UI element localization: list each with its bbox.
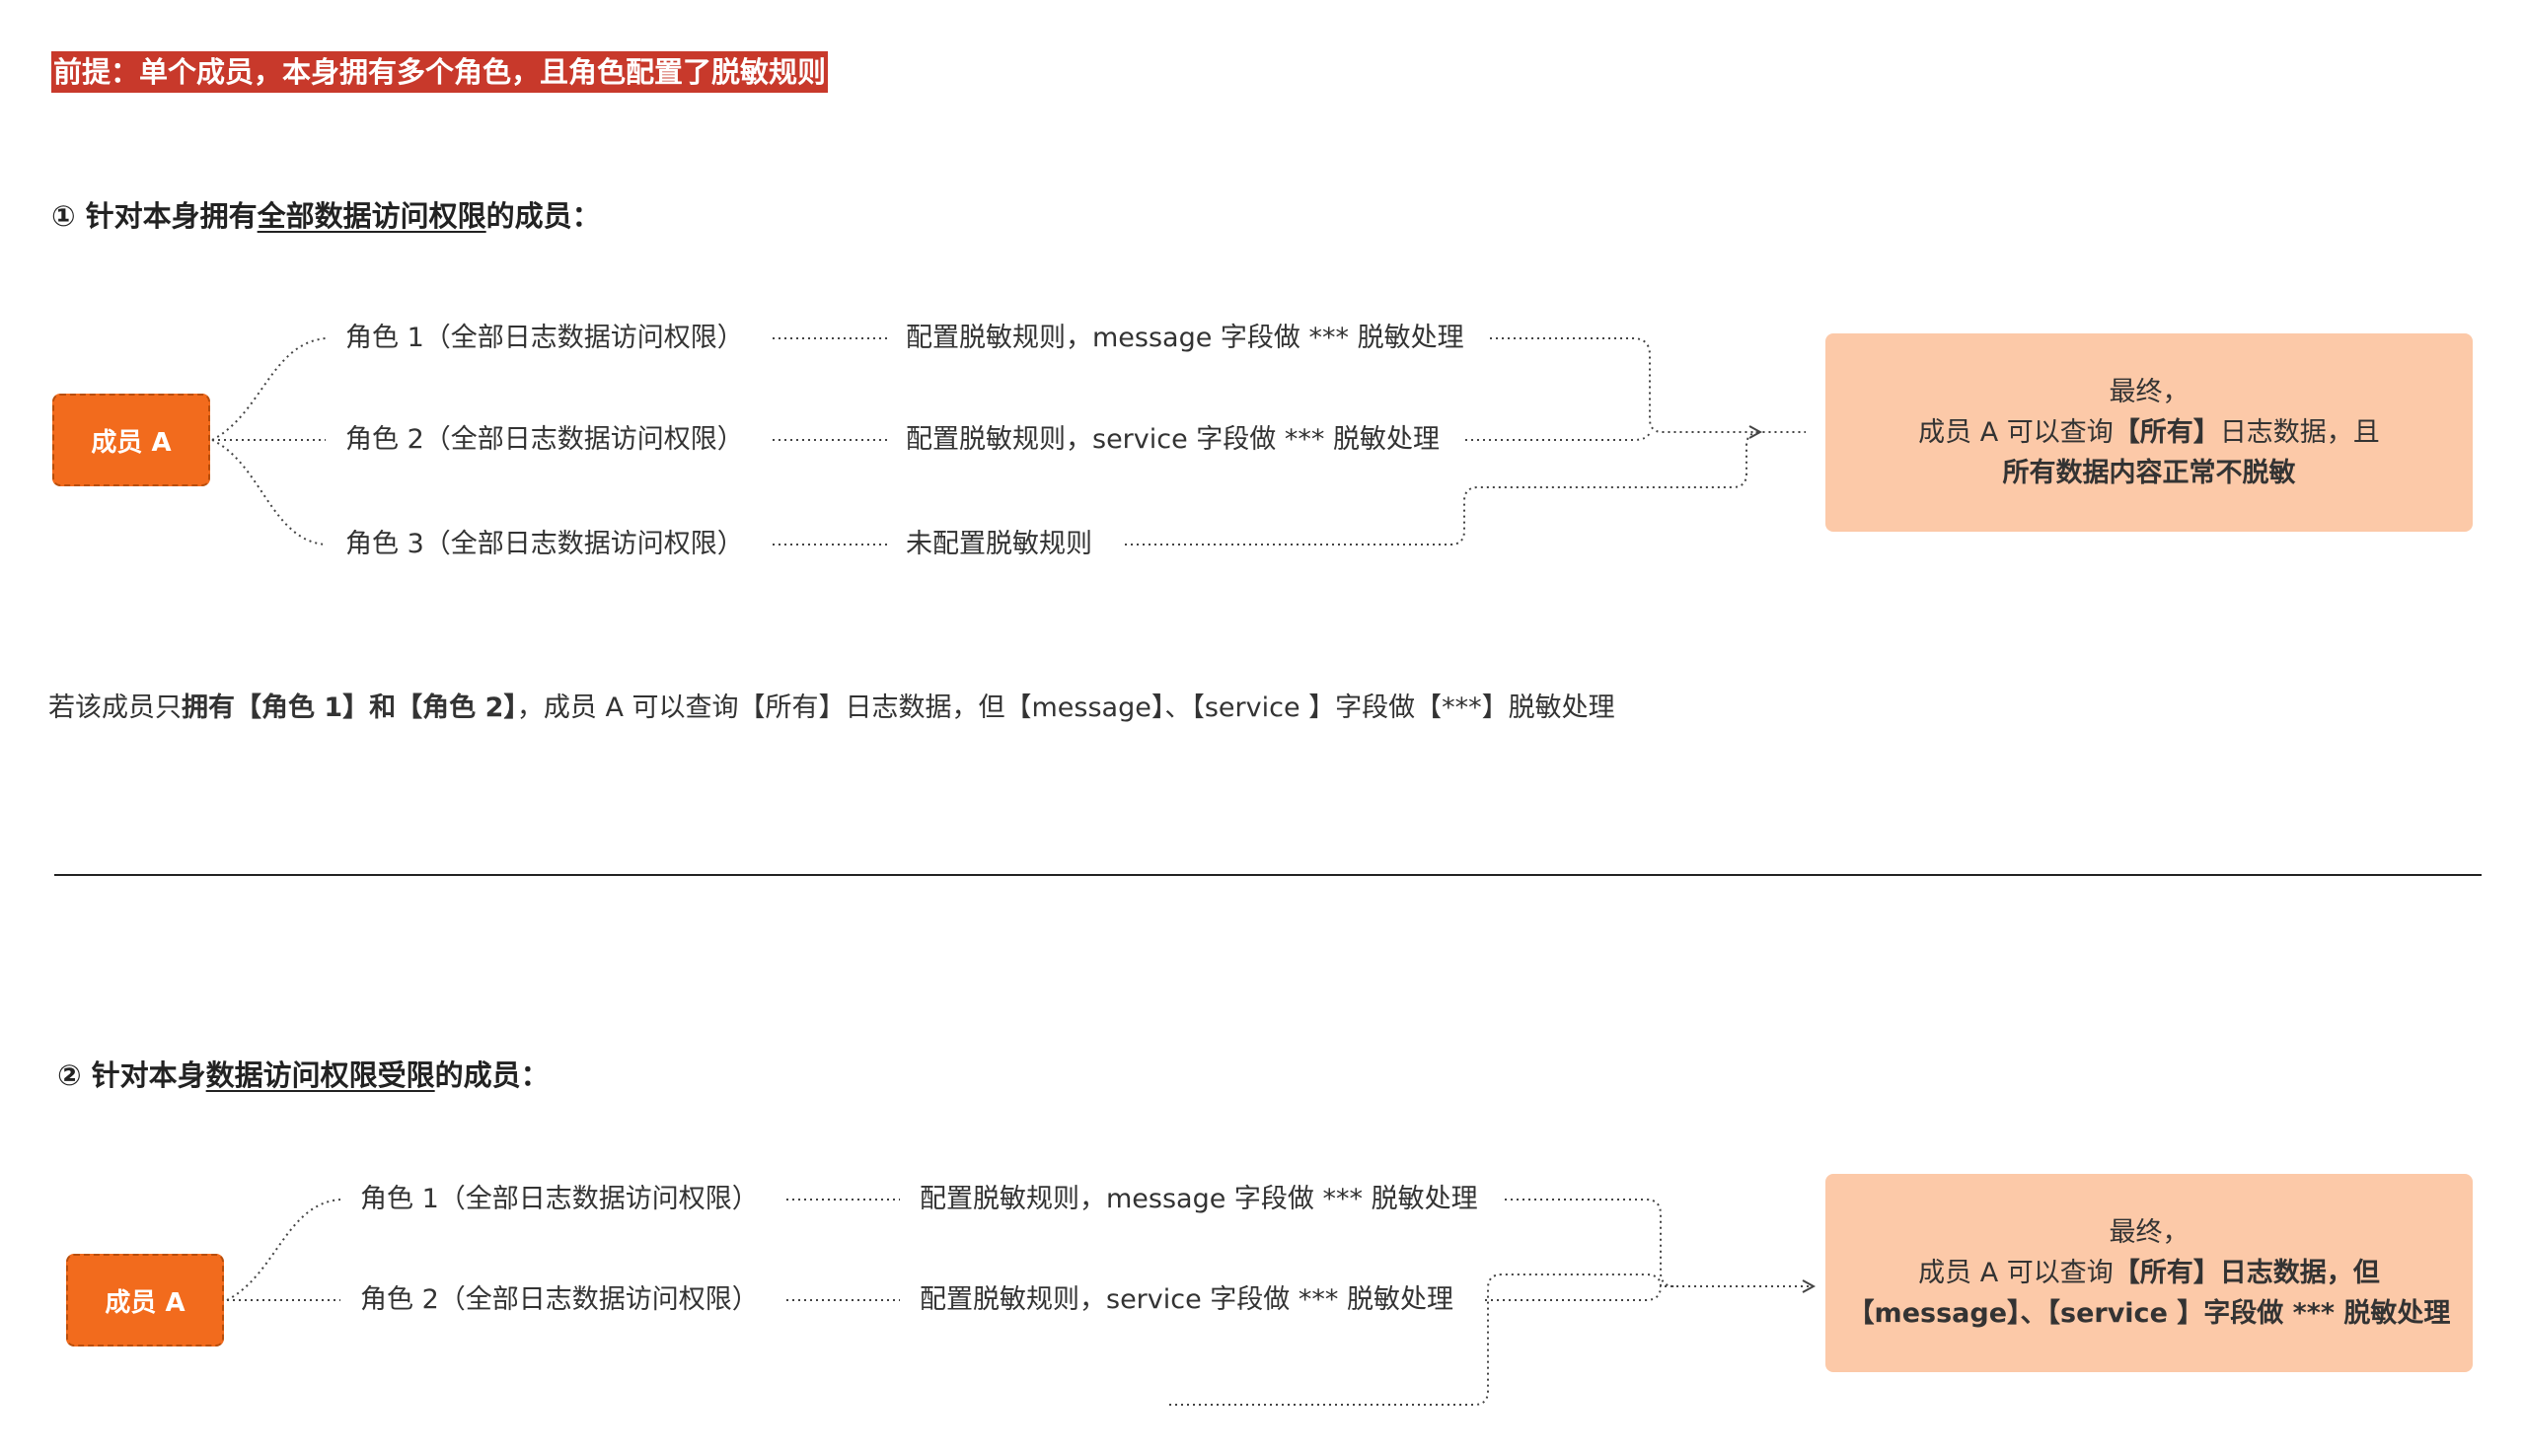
section2-heading-prefix: ② 针对本身: [57, 1058, 206, 1092]
section2-member-box: 成员 A: [66, 1254, 224, 1347]
section1-note-part1: 若该成员只: [48, 692, 182, 723]
section1-heading-suffix: 的成员：: [485, 199, 601, 233]
section1-role-2: 角色 2（全部日志数据访问权限）: [345, 424, 744, 455]
section2-role-1: 角色 1（全部日志数据访问权限）: [360, 1184, 759, 1214]
section1-result-line2-prefix: 成员 A 可以查询: [1918, 417, 2114, 448]
section1-result-line1: 最终，: [2109, 377, 2190, 407]
section1-result-line2-bold: 【所有】: [2113, 417, 2220, 448]
section1-result-box: 最终， 成员 A 可以查询【所有】日志数据，且 所有数据内容正常不脱敏: [1825, 333, 2473, 532]
section2-result-line1: 最终，: [2109, 1217, 2190, 1248]
s1-link-role3: [211, 439, 327, 546]
section2-result-box: 最终， 成员 A 可以查询【所有】日志数据，但 【message】、【servi…: [1825, 1174, 2473, 1372]
section2-role-2: 角色 2（全部日志数据访问权限）: [360, 1284, 759, 1315]
section2-result-line2: 成员 A 可以查询【所有】日志数据，但: [1918, 1253, 2380, 1293]
section2-heading: ② 针对本身数据访问权限受限的成员：: [57, 1053, 550, 1094]
section1-role-1: 角色 1（全部日志数据访问权限）: [345, 323, 744, 353]
section1-heading: ① 针对本身拥有全部数据访问权限的成员：: [51, 193, 601, 235]
s1-link-out2: [1465, 431, 1651, 441]
section1-note-part2: ，成员 A 可以查询【所有】日志数据，但【message】、【service 】…: [516, 692, 1615, 723]
section1-note: 若该成员只拥有【角色 1】和【角色 2】，成员 A 可以查询【所有】日志数据，但…: [48, 691, 1615, 726]
section1-note-bold: 拥有【角色 1】和【角色 2】: [182, 692, 517, 723]
section2-result-line2-prefix: 成员 A 可以查询: [1918, 1258, 2114, 1288]
s2-link-role1: [226, 1199, 341, 1301]
section2-result-line2-bold: 【所有】日志数据，但: [2113, 1258, 2380, 1288]
section1-rule-2: 配置脱敏规则，service 字段做 *** 脱敏处理: [906, 424, 1440, 455]
section2-heading-underlined: 数据访问权限受限: [205, 1058, 435, 1092]
section1-heading-prefix: ① 针对本身拥有: [51, 199, 258, 233]
section2-heading-suffix: 的成员：: [434, 1058, 550, 1092]
section1-result-line2-suffix: 日志数据，且: [2219, 417, 2380, 448]
section2-rule-2: 配置脱敏规则，service 字段做 *** 脱敏处理: [920, 1284, 1453, 1315]
section2-rule-1: 配置脱敏规则，message 字段做 *** 脱敏处理: [920, 1184, 1478, 1214]
section-divider: [54, 874, 2482, 876]
premise-banner: 前提：单个成员，本身拥有多个角色，且角色配置了脱敏规则: [51, 51, 829, 93]
s2-link-out3: [1169, 1274, 1814, 1406]
section2-result-line3: 【message】、【service 】字段做 *** 脱敏处理: [1847, 1298, 2451, 1329]
section1-rule-1: 配置脱敏规则，message 字段做 *** 脱敏处理: [906, 323, 1464, 353]
section1-heading-underlined: 全部数据访问权限: [257, 199, 486, 233]
s1-link-role1: [211, 337, 327, 441]
section1-result-line3: 所有数据内容正常不脱敏: [2002, 458, 2296, 488]
section1-result-line2: 成员 A 可以查询【所有】日志数据，且: [1918, 412, 2380, 453]
s2-link-out1: [1505, 1199, 1675, 1287]
section1-role-3: 角色 3（全部日志数据访问权限）: [345, 529, 744, 559]
section1-member-box: 成员 A: [52, 394, 210, 486]
section1-rule-3: 未配置脱敏规则: [906, 529, 1092, 559]
s2-link-out2: [1485, 1285, 1662, 1301]
s1-link-out1: [1490, 337, 1806, 433]
